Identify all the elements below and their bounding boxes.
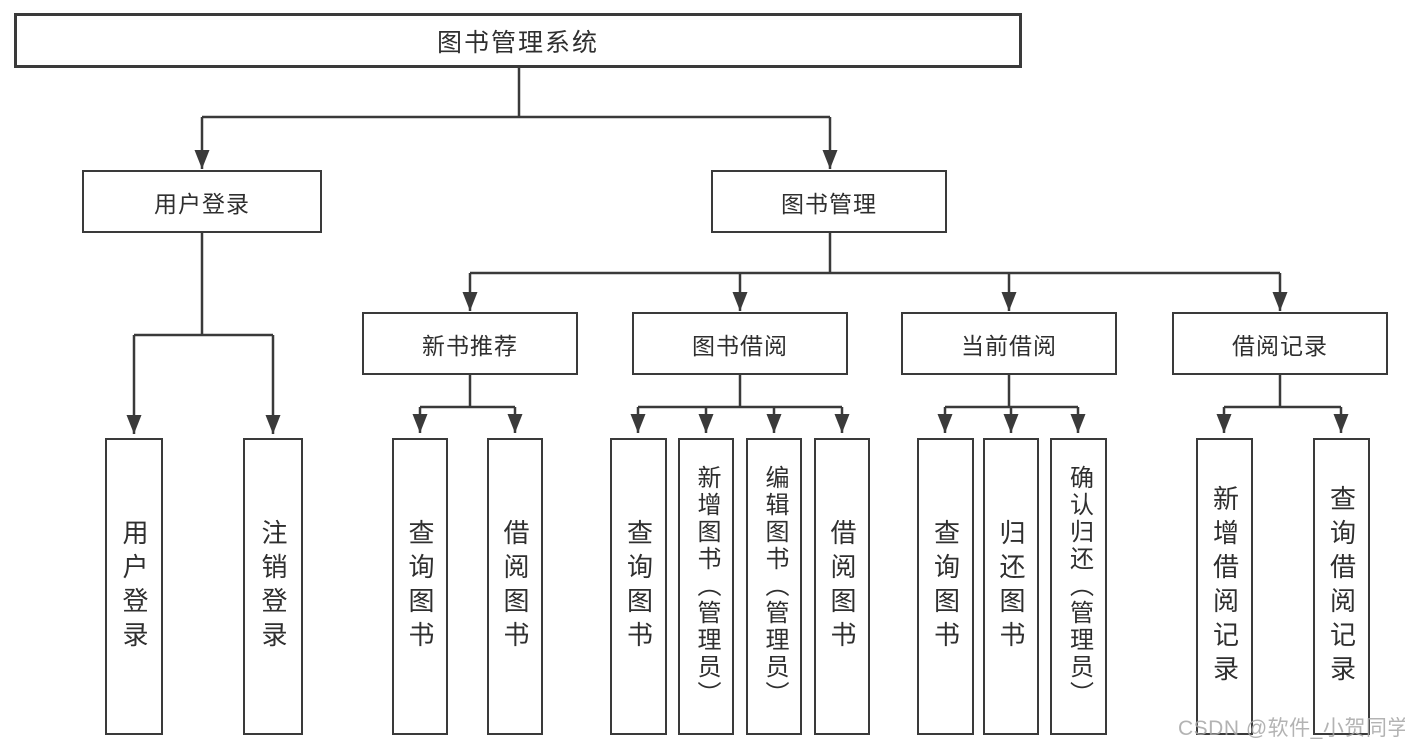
node-book-borrow-label: 图书借阅	[692, 332, 788, 359]
leaf-add-borrow-record: 新增借阅记录	[1196, 438, 1253, 735]
node-user-login-label: 用户登录	[154, 190, 250, 217]
leaf-borrow-books-2: 借阅图书	[814, 438, 870, 735]
leaf-user-login-label: 用户登录	[119, 518, 149, 655]
leaf-confirm-return-admin-label: 确认归还（管理员）	[1065, 465, 1093, 708]
leaf-edit-book-admin-label: 编辑图书（管理员）	[761, 465, 788, 708]
leaf-borrow-books-1-label: 借阅图书	[500, 518, 530, 655]
node-root-label: 图书管理系统	[436, 28, 599, 57]
node-current-borrow-label: 当前借阅	[961, 332, 1057, 359]
leaf-borrow-books-1: 借阅图书	[487, 438, 543, 735]
node-book-management: 图书管理	[711, 170, 947, 233]
node-book-management-label: 图书管理	[781, 190, 877, 217]
leaf-query-books-3: 查询图书	[917, 438, 974, 735]
node-new-book-recommend-label: 新书推荐	[422, 332, 518, 359]
leaf-borrow-books-2-label: 借阅图书	[827, 518, 857, 655]
leaf-user-login: 用户登录	[105, 438, 163, 735]
leaf-return-book: 归还图书	[983, 438, 1039, 735]
node-borrow-records: 借阅记录	[1172, 312, 1388, 375]
node-root: 图书管理系统	[14, 13, 1022, 68]
node-new-book-recommend: 新书推荐	[362, 312, 578, 375]
node-user-login: 用户登录	[82, 170, 322, 233]
leaf-add-borrow-record-label: 新增借阅记录	[1209, 484, 1240, 689]
leaf-return-book-label: 归还图书	[996, 518, 1026, 655]
leaf-logout: 注销登录	[243, 438, 303, 735]
leaf-edit-book-admin: 编辑图书（管理员）	[746, 438, 802, 735]
leaf-confirm-return-admin: 确认归还（管理员）	[1050, 438, 1107, 735]
leaf-add-book-admin: 新增图书（管理员）	[678, 438, 734, 735]
leaf-query-books-1-label: 查询图书	[405, 518, 435, 655]
leaf-query-books-2: 查询图书	[610, 438, 667, 735]
leaf-logout-label: 注销登录	[258, 518, 288, 655]
node-borrow-records-label: 借阅记录	[1232, 332, 1328, 359]
leaf-query-books-1: 查询图书	[392, 438, 448, 735]
leaf-query-books-2-label: 查询图书	[623, 518, 654, 655]
node-book-borrow: 图书借阅	[632, 312, 848, 375]
node-current-borrow: 当前借阅	[901, 312, 1117, 375]
leaf-query-borrow-record: 查询借阅记录	[1313, 438, 1370, 735]
leaf-query-books-3-label: 查询图书	[930, 518, 961, 655]
leaf-add-book-admin-label: 新增图书（管理员）	[693, 465, 720, 708]
leaf-query-borrow-record-label: 查询借阅记录	[1326, 484, 1357, 689]
watermark: CSDN @软件_小贺同学	[1178, 717, 1405, 740]
